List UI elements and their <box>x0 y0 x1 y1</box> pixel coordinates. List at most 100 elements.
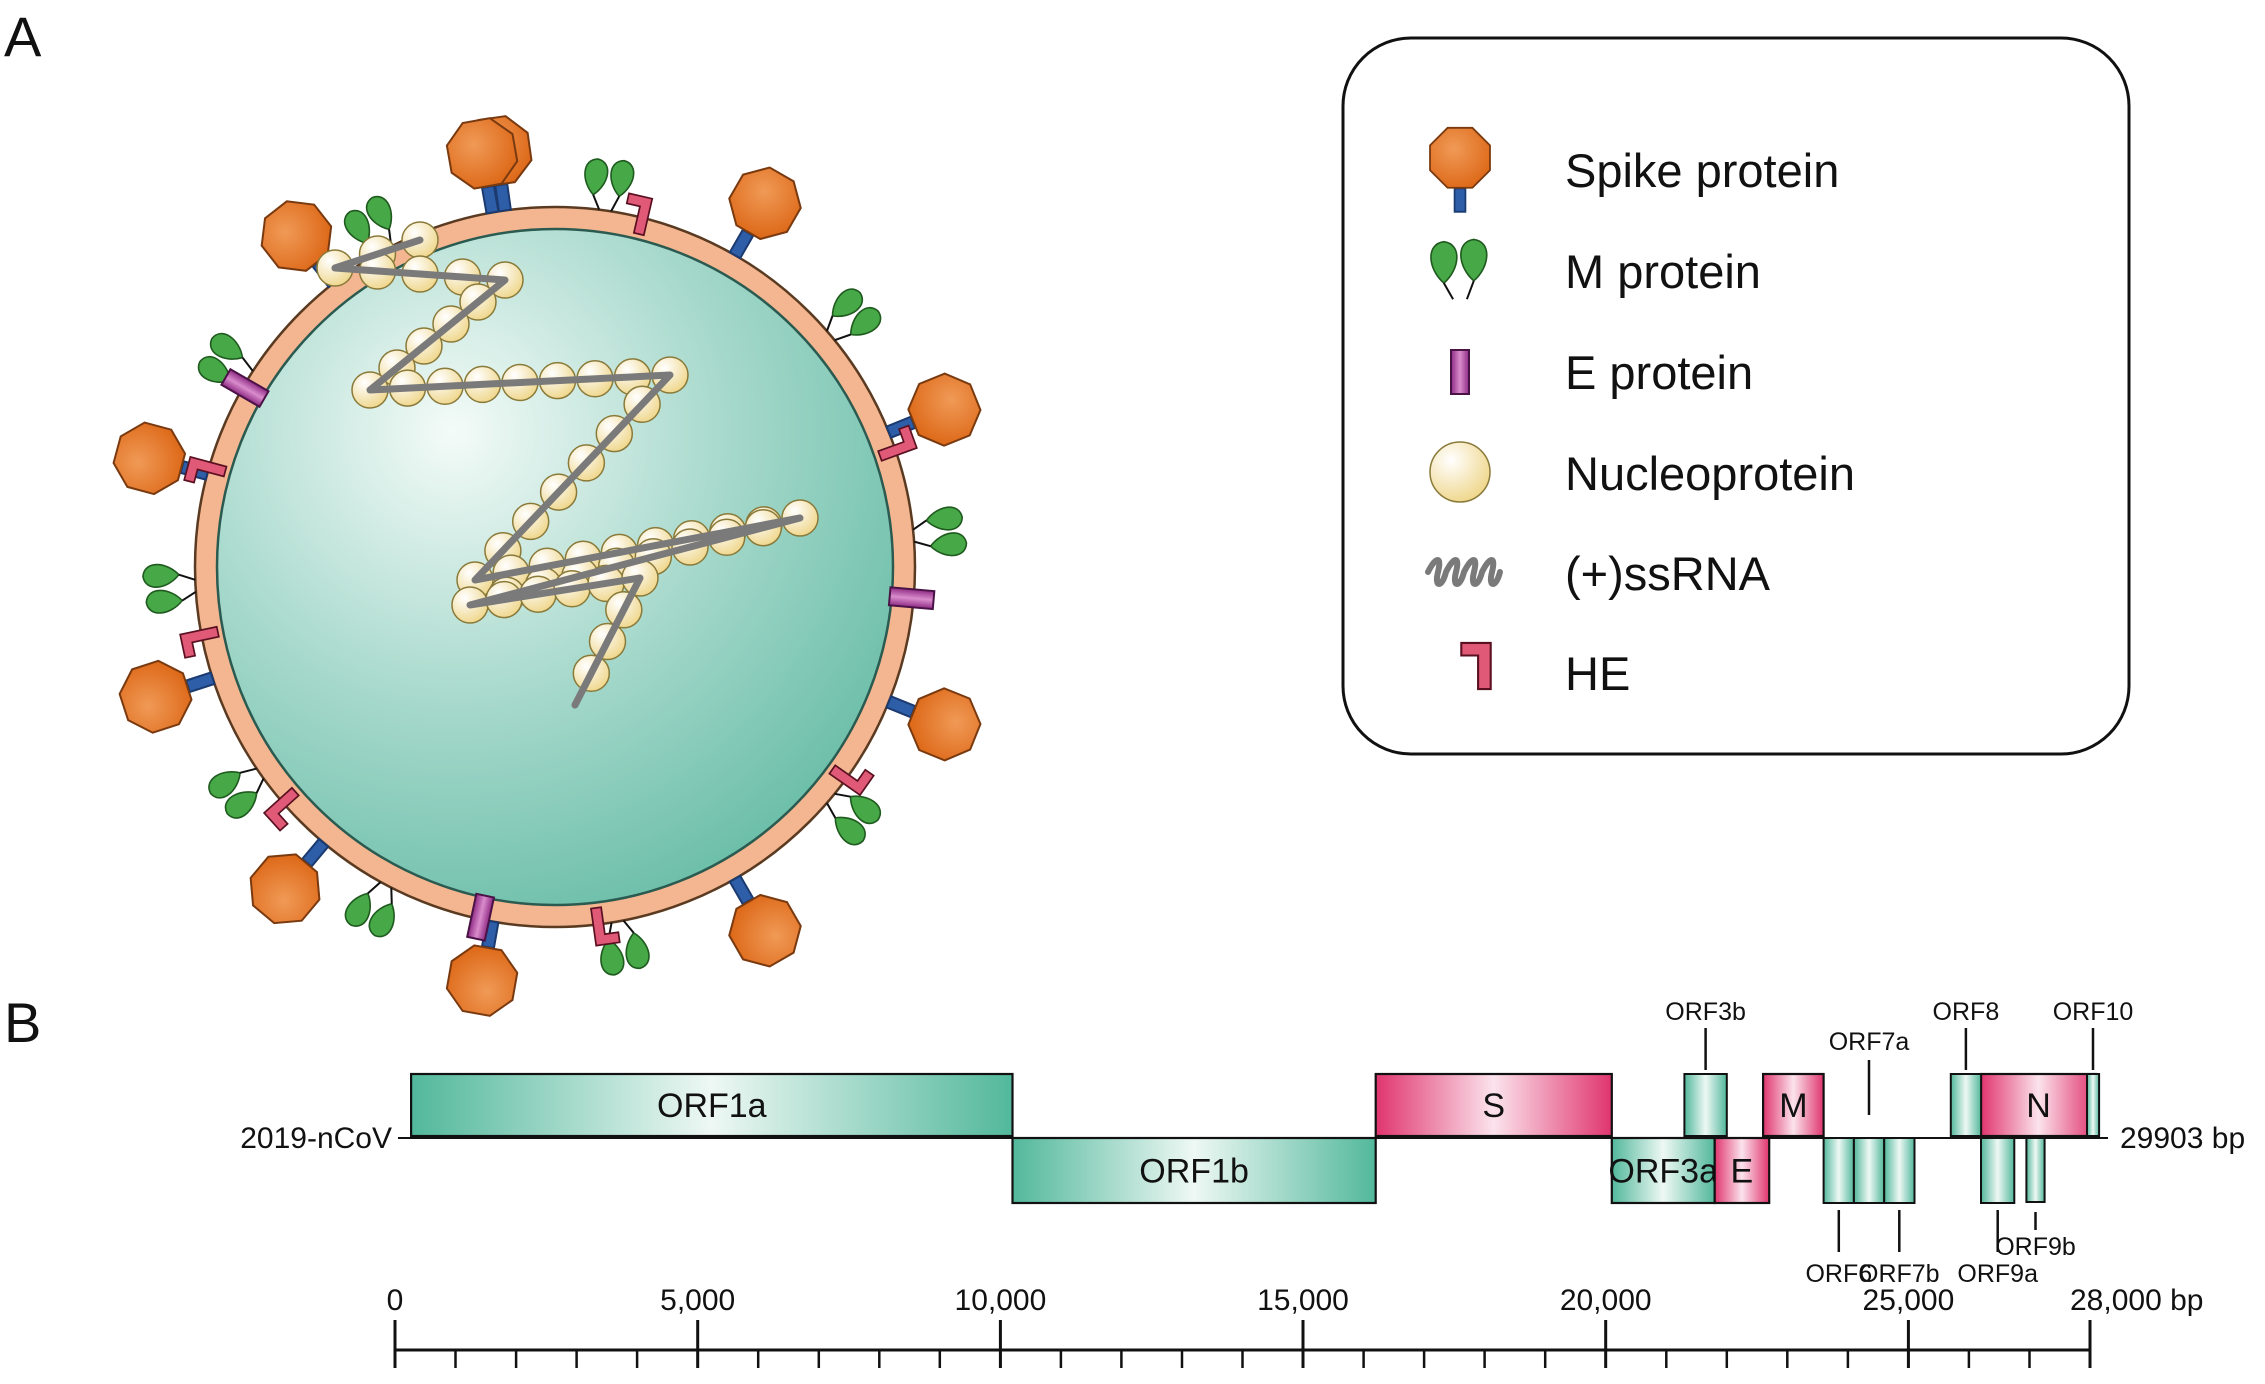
m-protein-lobe <box>600 938 625 976</box>
m-protein-icon <box>1430 238 1488 300</box>
he-shape <box>590 906 621 947</box>
m-protein <box>826 792 881 846</box>
m-protein-stem <box>178 573 197 602</box>
orf-orf9a <box>1980 1137 2016 1204</box>
spike-head <box>907 372 982 447</box>
rna-strand <box>331 236 804 709</box>
legend-label-nucleoprotein: Nucleoprotein <box>1565 447 1855 500</box>
scale-tick-label: 28,000 bp <box>2070 1284 2203 1317</box>
spike-protein <box>728 166 802 260</box>
m-protein-lobe <box>197 355 232 383</box>
spike-head <box>249 853 321 925</box>
m-protein-lobe <box>142 563 180 588</box>
orf-label-orf9a: ORF9a <box>1957 1260 2038 1288</box>
gene-label-n: N <box>2026 1087 2051 1125</box>
e-protein <box>220 367 270 409</box>
he-protein <box>625 192 654 237</box>
orf-label-orf6: ORF6 <box>1805 1260 1872 1288</box>
m-protein <box>344 881 395 938</box>
genome-name: 2019-nCoV <box>240 1122 392 1155</box>
m-protein-lobe <box>344 892 371 927</box>
spike-protein <box>885 687 982 762</box>
he-shape <box>877 424 918 462</box>
gene-label-m: M <box>1779 1087 1807 1125</box>
legend-icons <box>1425 126 1503 691</box>
scale-tick-label: 20,000 <box>1560 1284 1652 1317</box>
m-protein-lobe <box>208 771 241 799</box>
spike-head <box>1429 126 1491 189</box>
orf-label-orf10: ORF10 <box>2053 998 2134 1026</box>
he-shape <box>828 764 875 797</box>
gene-label-orf3a: ORF3a <box>1608 1153 1718 1191</box>
he-protein <box>262 786 300 832</box>
nucleoprotein-icon <box>1429 441 1491 503</box>
gene-n <box>1979 1072 2098 1138</box>
m-protein-lobe <box>849 795 881 825</box>
panel-label-b: B <box>4 991 41 1054</box>
gene-label-orf1a: ORF1a <box>657 1087 767 1125</box>
e-protein <box>466 892 496 942</box>
m-protein-stem <box>367 881 393 904</box>
gene-s <box>1374 1072 1613 1138</box>
legend: Spike protein M protein E protein Nucleo… <box>1341 36 2131 756</box>
m-protein-lobe <box>209 332 244 360</box>
legend-frame <box>1341 36 2131 756</box>
e-protein-bar <box>887 586 936 611</box>
e-protein-bar <box>220 367 270 409</box>
m-protein-lobe <box>1460 238 1488 282</box>
orf-orf8 <box>1949 1073 1983 1137</box>
spike-head <box>728 166 802 241</box>
orf-label-orf8: ORF8 <box>1933 998 2000 1026</box>
orf-label-orf7b: ORF7b <box>1859 1260 1940 1288</box>
spike-head <box>445 117 519 190</box>
e-protein-bar <box>1450 349 1470 395</box>
he-protein <box>179 625 220 659</box>
m-protein <box>208 767 265 819</box>
orf-orf3b <box>1683 1073 1728 1137</box>
m-protein-lobe <box>1430 240 1458 285</box>
m-protein-stem <box>826 792 851 819</box>
spike-protein <box>249 837 330 925</box>
scale-tick-label: 25,000 <box>1863 1284 1955 1317</box>
scale-tick-label: 0 <box>387 1284 404 1317</box>
genome-length: 29903 bp <box>2120 1122 2245 1155</box>
m-protein <box>584 158 635 212</box>
m-protein-lobe <box>625 931 650 970</box>
spike-stalk <box>885 694 917 719</box>
he-shape <box>625 192 654 237</box>
spike-stalk <box>184 671 216 694</box>
m-protein-stem <box>239 767 265 794</box>
m-protein <box>142 563 197 614</box>
gene-e <box>1713 1136 1771 1205</box>
m-protein <box>912 506 968 557</box>
gene-label-orf1b: ORF1b <box>1139 1153 1249 1191</box>
he-protein <box>828 764 875 797</box>
gene-label-s: S <box>1482 1087 1505 1125</box>
scale-tick-label: 5,000 <box>660 1284 735 1317</box>
legend-label-e-protein: E protein <box>1565 346 1753 399</box>
orf-label-orf9b: ORF9b <box>1995 1233 2076 1261</box>
orf-orf7a <box>1852 1137 1886 1204</box>
m-protein-stem <box>825 315 852 342</box>
m-protein-lobe <box>224 791 258 819</box>
e-protein <box>887 586 936 611</box>
m-protein-lobe <box>925 506 964 531</box>
spike-protein <box>728 874 802 968</box>
he-shape <box>262 786 300 832</box>
orf-orf9b <box>2025 1137 2046 1203</box>
rna-icon <box>1425 557 1503 587</box>
he-shape <box>1460 641 1492 691</box>
m-protein <box>197 332 254 383</box>
legend-label-m-protein: M protein <box>1565 245 1761 298</box>
spike-head <box>445 944 519 1017</box>
orf-orf7b <box>1883 1137 1916 1204</box>
m-protein-lobe <box>929 532 968 557</box>
spike-protein <box>445 117 519 215</box>
he-protein <box>590 906 621 947</box>
virion-illustration <box>112 115 982 1017</box>
gene-m <box>1761 1072 1825 1138</box>
gene-label-e: E <box>1731 1153 1754 1191</box>
